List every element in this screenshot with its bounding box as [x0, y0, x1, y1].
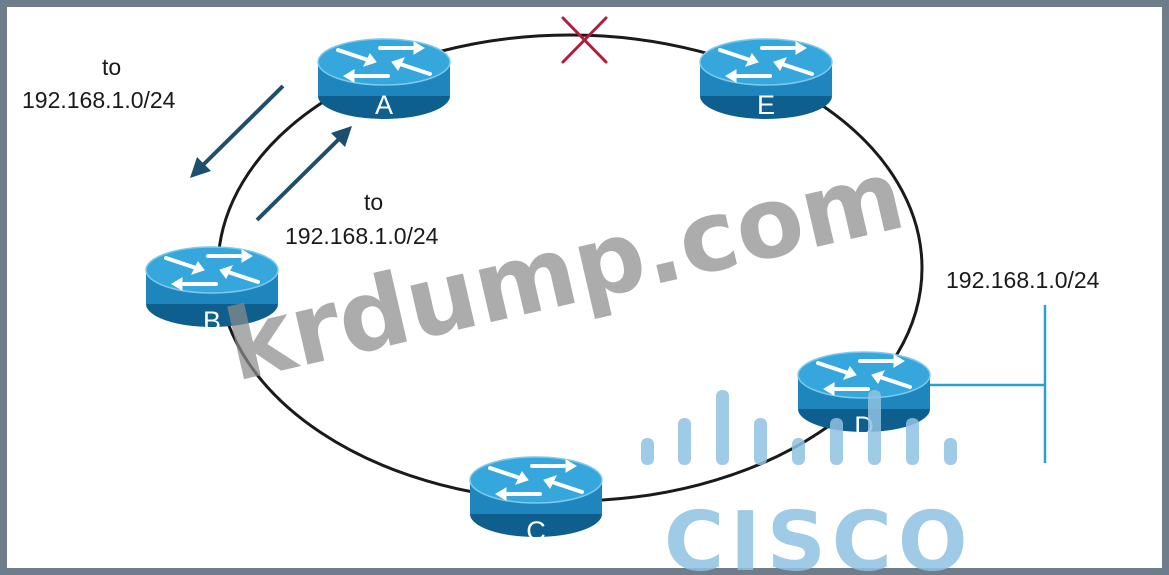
link-failure-x-icon — [561, 16, 608, 64]
router-label: E — [757, 90, 775, 120]
router-e[interactable]: E — [698, 37, 834, 121]
cisco-logo-icon: CISCO — [641, 390, 974, 575]
router-a[interactable]: A — [316, 37, 452, 121]
route-label-out-to: to — [102, 54, 121, 80]
route-arrow-b-to-a — [255, 126, 352, 222]
route-label-out-net: 192.168.1.0/24 — [22, 87, 176, 113]
network-label: 192.168.1.0/24 — [946, 267, 1100, 293]
route-label-in-to: to — [364, 189, 383, 215]
route-arrow-a-to-b — [190, 84, 285, 178]
router-c[interactable]: C — [468, 455, 604, 546]
cisco-wordmark: CISCO — [664, 495, 974, 575]
router-label: B — [203, 306, 221, 336]
router-label: A — [375, 90, 393, 120]
router-b[interactable]: B — [144, 245, 280, 336]
route-label-in-net: 192.168.1.0/24 — [285, 223, 439, 249]
router-label: C — [526, 516, 546, 546]
